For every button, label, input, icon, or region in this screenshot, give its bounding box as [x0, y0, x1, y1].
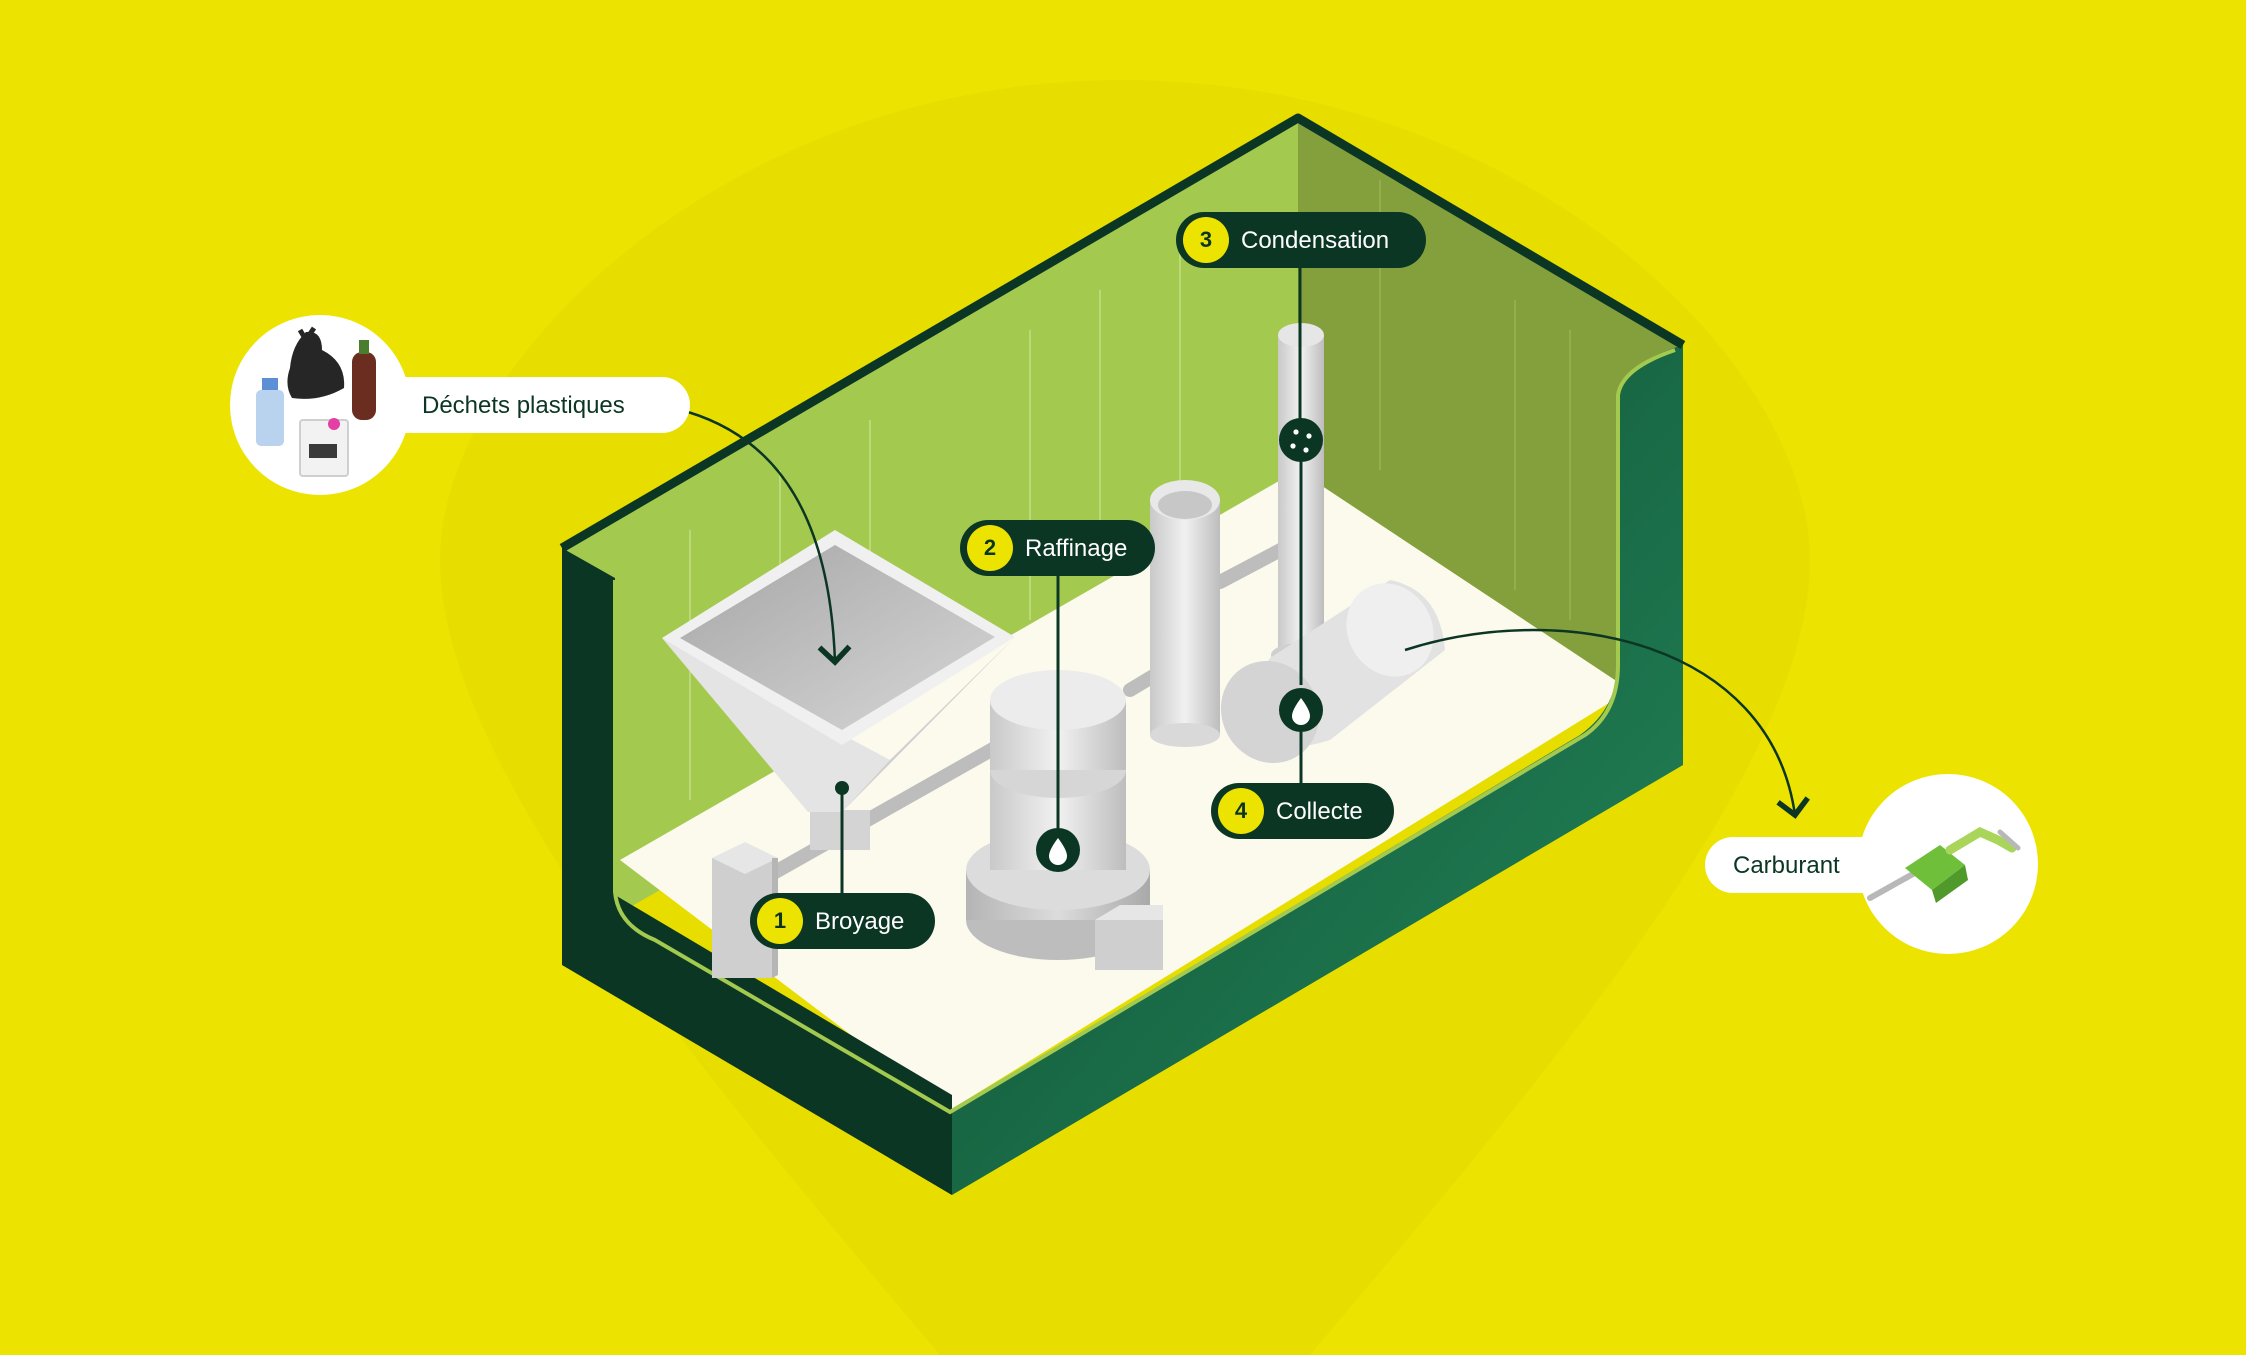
output-label: Carburant: [1733, 852, 1840, 879]
step-2-number: 2: [984, 535, 996, 560]
vapor-dots-icon: [1279, 418, 1323, 462]
step-1-badge: 1 Broyage: [750, 893, 935, 949]
output-flow-arrow: [1404, 628, 1810, 819]
step-3-label: Condensation: [1241, 227, 1389, 254]
plastic-waste-icon: [256, 326, 376, 477]
step-4-label: Collecte: [1276, 798, 1363, 825]
step-4-badge: 4 Collecte: [1211, 783, 1394, 839]
input-flow-arrow: [687, 410, 852, 666]
step-4-number: 4: [1235, 798, 1248, 823]
shredder-hopper: [662, 530, 1015, 978]
step-2-label: Raffinage: [1025, 535, 1127, 562]
fuel-nozzle-icon: [1867, 826, 2021, 903]
oil-drop-icon: [1279, 688, 1323, 732]
output-fuel: Carburant: [1705, 774, 2038, 954]
oil-drop-icon: [1036, 828, 1080, 872]
step-1-label: Broyage: [815, 908, 904, 935]
step-2-badge: 2 Raffinage: [960, 520, 1155, 576]
input-label: Déchets plastiques: [422, 392, 625, 419]
refining-reactor: [966, 670, 1163, 970]
step-1-number: 1: [774, 908, 786, 933]
hopper-connector-dot: [835, 781, 849, 795]
input-plastic-waste: Déchets plastiques: [230, 315, 690, 495]
connector-lines: [840, 255, 1303, 895]
step-3-number: 3: [1200, 227, 1212, 252]
step-3-badge: 3 Condensation: [1176, 212, 1426, 268]
